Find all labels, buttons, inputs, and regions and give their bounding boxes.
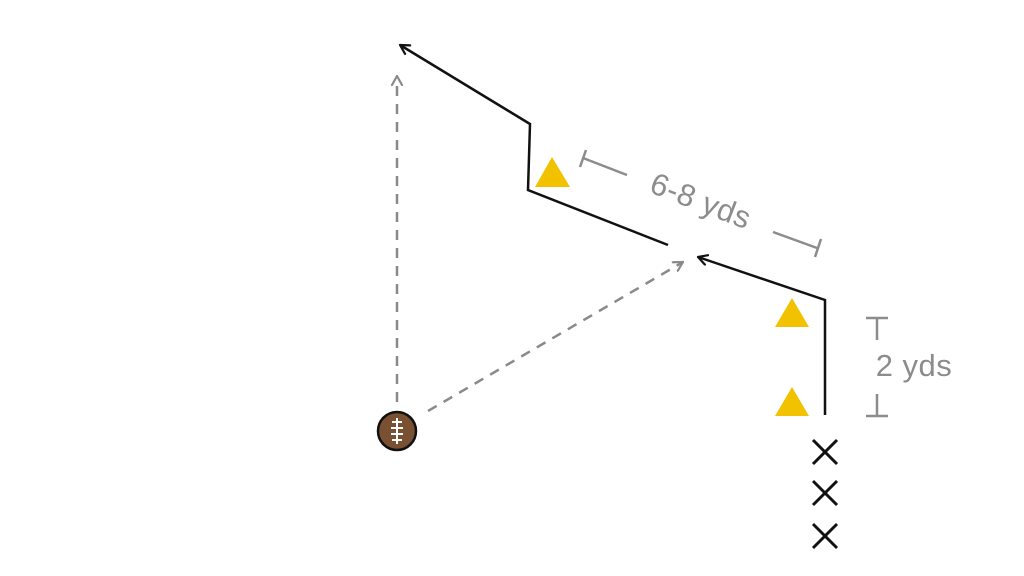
football-icon bbox=[376, 410, 418, 452]
measure-short-label: 2 yds bbox=[876, 348, 953, 383]
measure-long: 6-8 yds bbox=[578, 149, 823, 258]
player-x-icon bbox=[811, 438, 839, 466]
cones bbox=[535, 157, 809, 416]
pass-paths bbox=[397, 76, 683, 413]
pass-path-short bbox=[427, 262, 683, 413]
receiver-routes bbox=[400, 45, 827, 415]
route-short bbox=[698, 257, 827, 415]
route-deep bbox=[400, 45, 669, 247]
player-x-icon bbox=[811, 522, 839, 550]
cone-icon bbox=[535, 157, 570, 187]
player-x-icon bbox=[811, 479, 839, 507]
cone-icon bbox=[775, 387, 809, 416]
measure-short: 2 yds bbox=[866, 316, 953, 418]
players bbox=[811, 438, 839, 550]
measure-long-label: 6-8 yds bbox=[645, 166, 756, 236]
cone-icon bbox=[775, 298, 809, 327]
measure-long-tick-end bbox=[813, 238, 823, 258]
measure-long-line-start bbox=[582, 156, 628, 177]
measure-long-line-end bbox=[772, 230, 818, 250]
